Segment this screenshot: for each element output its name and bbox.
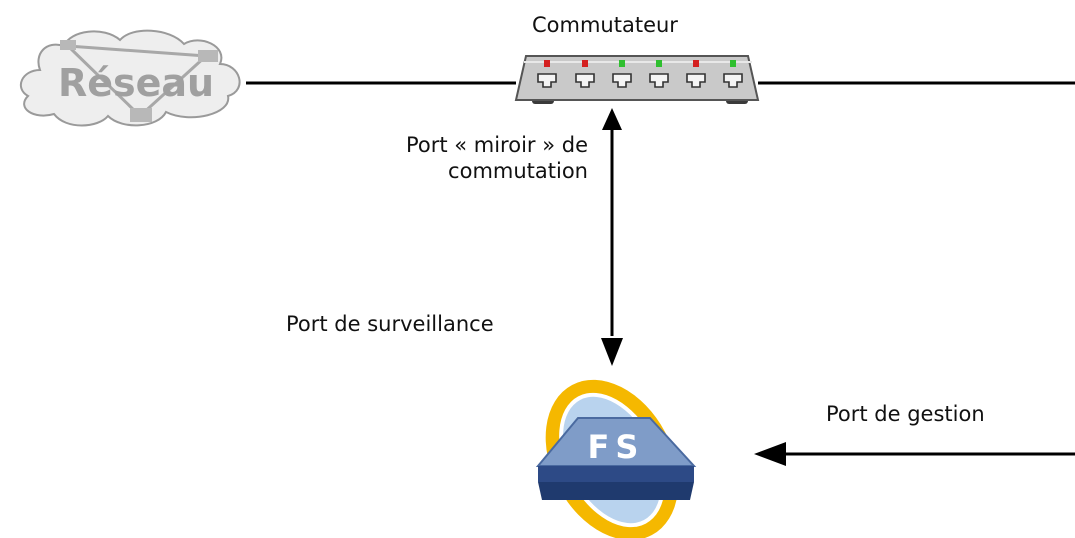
switch-port-led — [619, 60, 625, 67]
mirror-port-label-line2: commutation — [448, 159, 588, 183]
mirror-port-label: Port « miroir » de commutation — [300, 132, 588, 184]
switch-port-icon — [575, 73, 595, 88]
switch-port-icon — [723, 73, 743, 88]
switch-port-icon — [537, 73, 557, 88]
network-label: Réseau — [58, 61, 214, 105]
monitoring-port-label: Port de surveillance — [286, 312, 494, 336]
fs-appliance-icon: FS — [535, 379, 697, 538]
switch-port-led — [693, 60, 699, 67]
appliance-label: FS — [588, 428, 645, 466]
switch-icon — [514, 55, 760, 104]
switch-port-led — [544, 60, 550, 67]
switch-label: Commutateur — [532, 13, 678, 37]
switch-port-led — [582, 60, 588, 67]
switch-port-icon — [649, 73, 669, 88]
switch-port-led — [656, 60, 662, 67]
management-port-label: Port de gestion — [826, 402, 985, 426]
network-cloud-icon: Réseau — [19, 29, 241, 127]
switch-port-icon — [612, 73, 632, 88]
monitor-link-double-arrow — [601, 108, 623, 366]
mirror-port-label-line1: Port « miroir » de — [405, 133, 588, 157]
switch-port-led — [730, 60, 736, 67]
management-link-arrow — [754, 442, 1075, 466]
switch-port-icon — [686, 73, 706, 88]
